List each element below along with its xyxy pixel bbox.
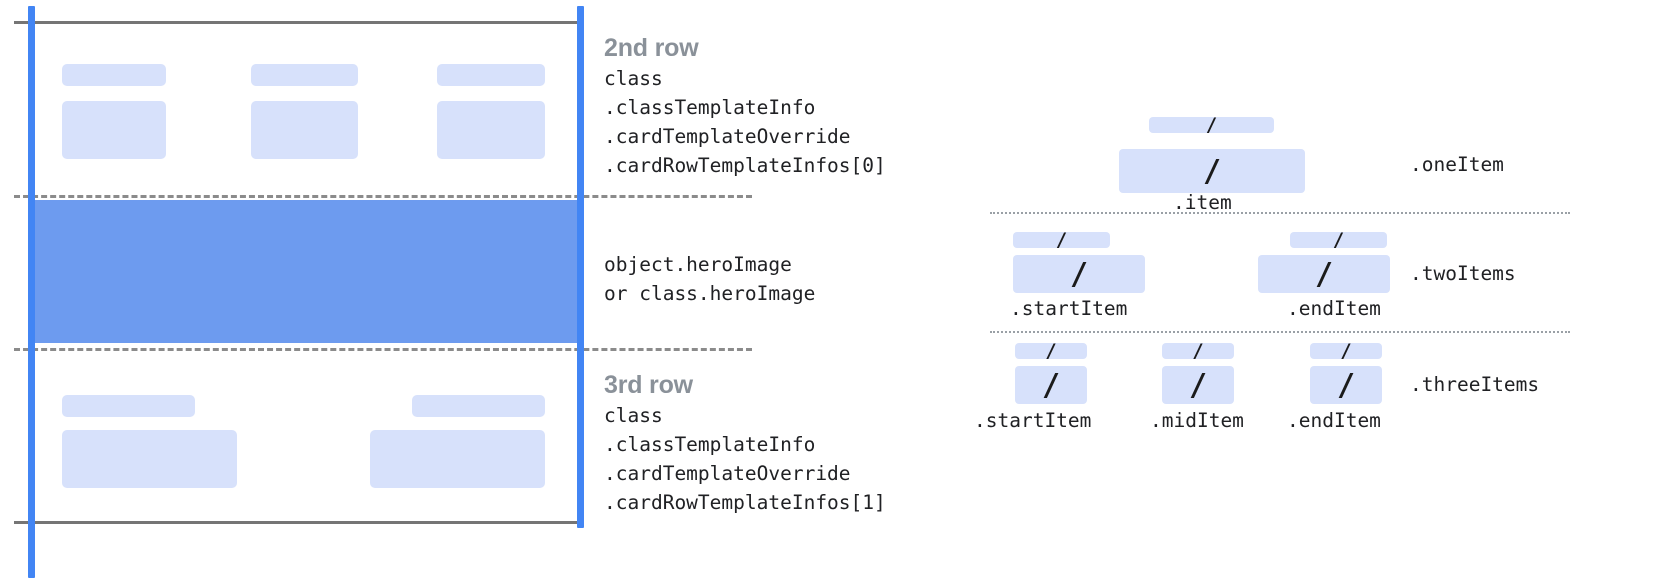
slash-glyph: / [1041,367,1061,403]
annotation-hero-image: object.heroImage or class.heroImage [604,250,815,308]
card-left-guide-line [28,6,35,578]
threeitems-startitem-caption: .startItem [974,409,1092,432]
twoitems-startitem-caption: .startItem [1010,297,1128,320]
hero-image-band [31,200,581,343]
twoitems-enditem-caption: .endItem [1287,297,1381,320]
slash-glyph: / [1340,343,1352,359]
item-layout-diagram: / / .item .oneItem / / .startItem / / .e… [960,0,1676,584]
annotation-3rd-row-line-1: class [604,404,663,427]
twoitems-enditem-value-box: / [1258,255,1390,293]
slash-glyph: / [1205,117,1218,133]
slash-glyph: / [1055,232,1068,248]
slash-glyph: / [1314,256,1334,292]
annotation-2nd-row-line-2: .classTemplateInfo [604,96,816,119]
annotation-2nd-row-line-3: .cardTemplateOverride [604,125,851,148]
row2-cell2-label-block [251,64,358,86]
card-right-guide-line [577,6,584,528]
twoitems-enditem-label-box: / [1290,232,1387,248]
slash-glyph: / [1332,232,1345,248]
group-separator-1 [990,212,1570,214]
annotation-2nd-row-line-1: class [604,67,663,90]
group-separator-2 [990,331,1570,333]
slash-glyph: / [1336,367,1356,403]
threeitems-enditem-caption: .endItem [1287,409,1381,432]
card-template-diagram [0,0,752,584]
row3-cell2-value-block [370,430,545,488]
slash-glyph: / [1069,256,1089,292]
oneitem-item-caption: .item [1173,191,1232,214]
slash-glyph: / [1045,343,1057,359]
card-bottom-rule [14,521,584,524]
threeitems-miditem-caption: .midItem [1150,409,1244,432]
threeitems-enditem-value-box: / [1310,366,1382,404]
group-label-twoitems: .twoItems [1410,262,1516,285]
annotation-3rd-row-line-2: .classTemplateInfo [604,433,816,456]
annotation-3rd-row-line-4: .cardRowTemplateInfos[1] [604,491,886,514]
row3-cell1-value-block [62,430,237,488]
row-divider-bottom-dashed [14,348,752,351]
annotation-hero-line-2: or class.heroImage [604,282,816,305]
annotation-3rd-row-heading: 3rd row [604,371,693,399]
threeitems-miditem-label-box: / [1162,343,1234,359]
row2-cell3-label-block [437,64,545,86]
row2-cell3-value-block [437,101,545,159]
annotation-2nd-row-line-4: .cardRowTemplateInfos[0] [604,154,886,177]
annotation-hero-line-1: object.heroImage [604,253,792,276]
row3-cell1-label-block [62,395,195,417]
annotation-3rd-row: 3rd row class .classTemplateInfo .cardTe… [604,370,886,517]
slash-glyph: / [1202,153,1222,189]
threeitems-startitem-value-box: / [1015,366,1087,404]
twoitems-startitem-label-box: / [1013,232,1110,248]
group-label-oneitem: .oneItem [1410,153,1504,176]
slash-glyph: / [1192,343,1204,359]
row2-cell1-value-block [62,101,166,159]
row3-cell2-label-block [412,395,545,417]
row2-cell2-value-block [251,101,358,159]
row2-cell1-label-block [62,64,166,86]
threeitems-enditem-label-box: / [1310,343,1382,359]
oneitem-item-value-box: / [1119,149,1305,193]
card-top-rule [14,21,584,24]
threeitems-miditem-value-box: / [1162,366,1234,404]
threeitems-startitem-label-box: / [1015,343,1087,359]
row-divider-top-dashed [14,195,752,198]
annotation-3rd-row-line-3: .cardTemplateOverride [604,462,851,485]
group-label-threeitems: .threeItems [1410,373,1540,396]
annotation-2nd-row-heading: 2nd row [604,34,699,62]
slash-glyph: / [1188,367,1208,403]
annotation-2nd-row: 2nd row class .classTemplateInfo .cardTe… [604,33,886,180]
oneitem-item-label-box: / [1149,117,1274,133]
twoitems-startitem-value-box: / [1013,255,1145,293]
